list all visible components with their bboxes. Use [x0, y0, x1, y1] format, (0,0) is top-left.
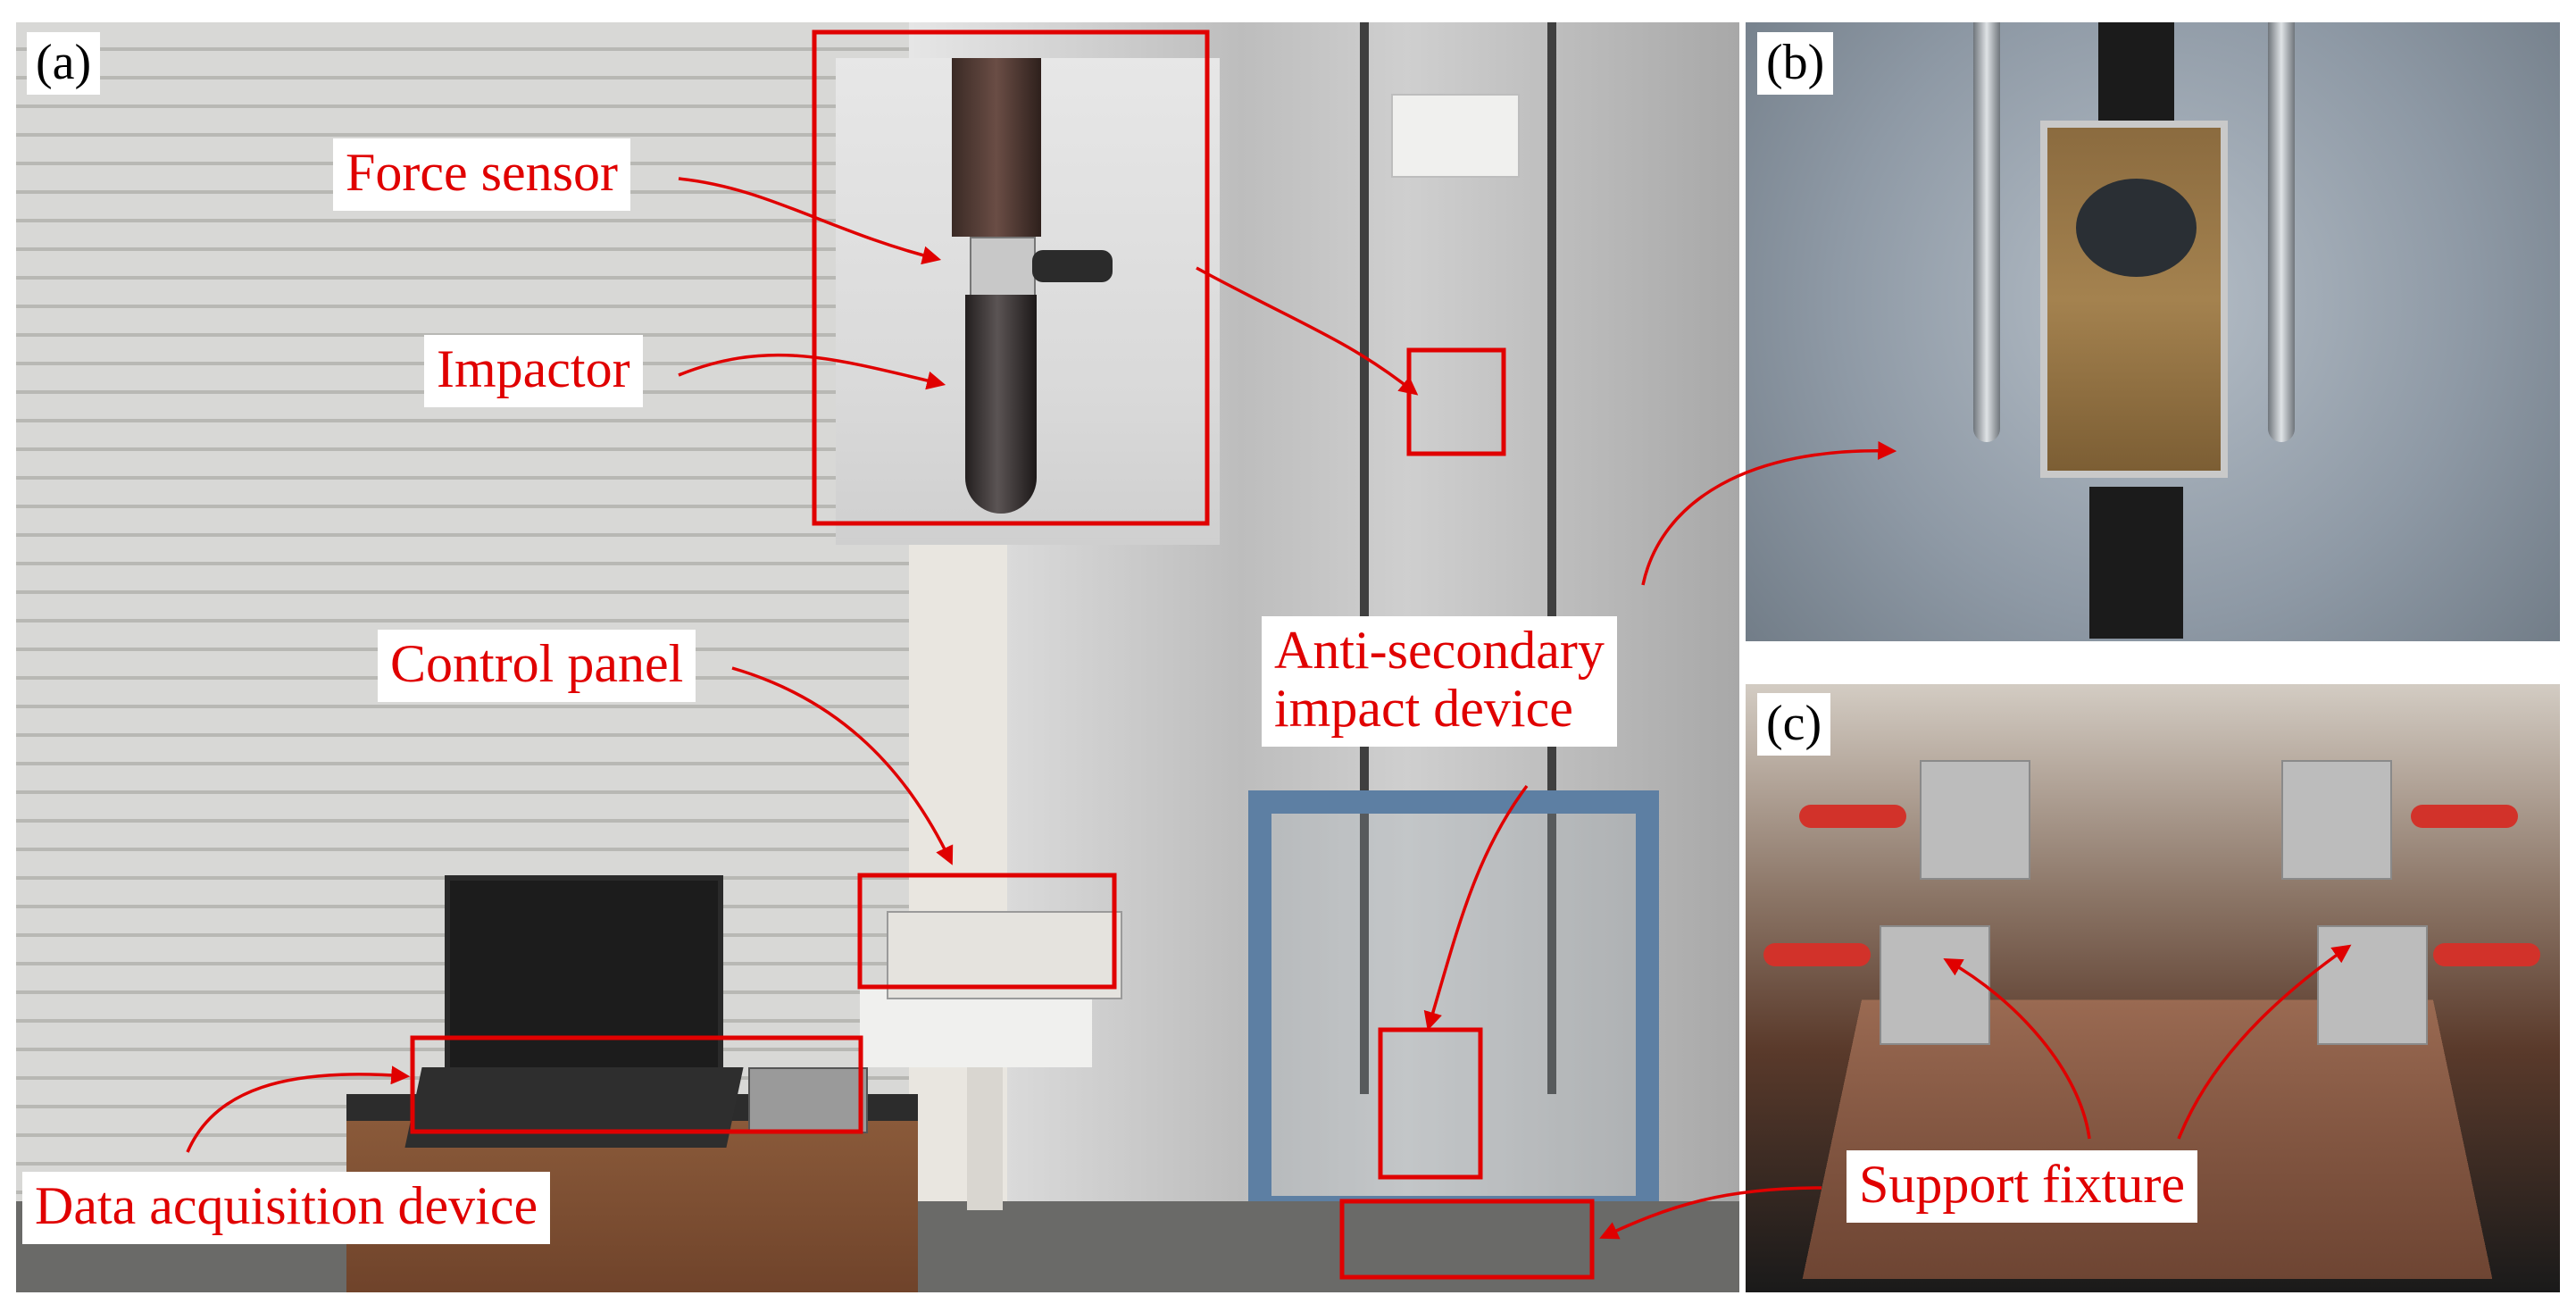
panel-label-b: (b): [1757, 32, 1834, 95]
solenoid-top: [2098, 22, 2174, 138]
callout-control-panel: Control panel: [378, 630, 696, 702]
panel-label-a: (a): [27, 32, 101, 95]
catch-opening: [2076, 179, 2197, 277]
drop-tower-rails: [1360, 22, 1556, 1094]
data-acquisition-box: [748, 1067, 868, 1133]
control-panel-unit: [887, 911, 1122, 999]
toggle-clamp-back-right: [2281, 760, 2392, 880]
clamp-handle-front-left: [1763, 943, 1871, 966]
clamp-handle-front-right: [2433, 943, 2540, 966]
laptop-keyboard: [404, 1067, 744, 1148]
clamp-handle-back-left: [1799, 805, 1906, 828]
drop-tower-base-frame: [1248, 790, 1659, 1219]
guide-rail-left: [1973, 22, 2000, 442]
control-stand: [860, 987, 1092, 1067]
panel-label-c: (c): [1757, 693, 1831, 756]
toggle-clamp-front-left: [1880, 925, 1990, 1045]
laptop-screen: [445, 875, 723, 1078]
force-sensor-body: [970, 237, 1036, 298]
solenoid-bottom: [2089, 487, 2183, 639]
catch-plate: [2040, 121, 2228, 478]
clamp-handle-back-right: [2411, 805, 2518, 828]
callout-data-acquisition: Data acquisition device: [22, 1172, 551, 1244]
panel-b-photo: [1746, 22, 2560, 641]
drop-rod: [952, 58, 1041, 237]
callout-anti-secondary: Anti-secondary impact device: [1262, 616, 1617, 747]
guide-rail-right: [2268, 22, 2295, 442]
callout-impactor: Impactor: [424, 335, 643, 407]
control-stand-leg: [967, 1067, 1003, 1210]
toggle-clamp-front-right: [2317, 925, 2428, 1045]
callout-force-sensor: Force sensor: [333, 138, 630, 211]
sensor-connector: [1032, 250, 1113, 282]
callout-anti-secondary-line2: impact device: [1274, 678, 1573, 738]
impactor-head: [965, 295, 1037, 514]
impactor-closeup-inset: [836, 58, 1220, 545]
callout-support-fixture: Support fixture: [1847, 1150, 2197, 1223]
toggle-clamp-back-left: [1920, 760, 2030, 880]
drop-tower-carriage: [1391, 94, 1520, 178]
callout-anti-secondary-line1: Anti-secondary: [1274, 621, 1605, 680]
